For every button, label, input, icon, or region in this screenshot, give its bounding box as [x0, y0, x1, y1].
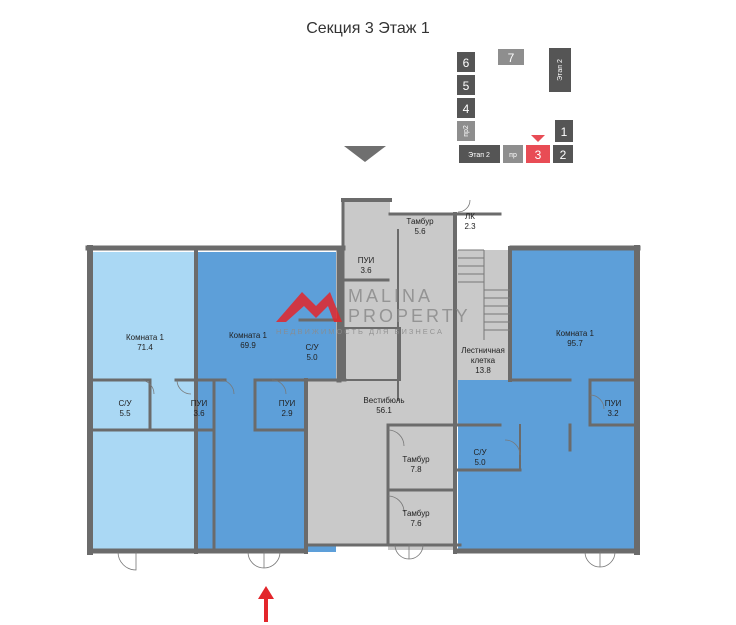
gray-down-triangle-icon [344, 146, 386, 162]
common-area-fill [306, 200, 510, 550]
svg-text:НЕДВИЖИМОСТЬ ДЛЯ БИЗНЕСА: НЕДВИЖИМОСТЬ ДЛЯ БИЗНЕСА [276, 327, 444, 336]
svg-text:Вестибюль: Вестибюль [363, 396, 404, 405]
svg-text:Этап 2: Этап 2 [557, 59, 564, 81]
svg-text:95.7: 95.7 [567, 339, 583, 348]
svg-text:ПУИ: ПУИ [358, 256, 375, 265]
svg-text:5.5: 5.5 [119, 409, 131, 418]
room-label-name: Комната 1 [126, 333, 165, 342]
stair-label-area: 13.8 [475, 366, 491, 375]
stair-label-name: Лестничная клетка [461, 346, 505, 365]
svg-text:1: 1 [561, 125, 568, 139]
minimap-floor2-left [459, 145, 500, 163]
doors [117, 199, 616, 571]
minimap-section-5[interactable] [457, 75, 475, 95]
minimap-section-2[interactable] [553, 145, 573, 163]
svg-text:Комната 1: Комната 1 [556, 329, 595, 338]
svg-text:Комната 1: Комната 1 [229, 331, 268, 340]
section-minimap: 6 5 4 пр2 7 Этап 2 1 Этап 2 пр 3 2 [457, 48, 573, 163]
svg-text:7.8: 7.8 [410, 465, 422, 474]
minimap-section-4[interactable] [457, 98, 475, 118]
svg-text:7: 7 [508, 51, 515, 65]
minimap-section-6[interactable] [457, 52, 475, 72]
svg-text:PROPERTY: PROPERTY [348, 306, 471, 326]
watermark: MALINA PROPERTY НЕДВИЖИМОСТЬ ДЛЯ БИЗНЕСА [276, 286, 471, 336]
svg-text:3.6: 3.6 [193, 409, 205, 418]
svg-text:2.9: 2.9 [281, 409, 293, 418]
svg-text:С/У: С/У [118, 399, 132, 408]
svg-text:5.0: 5.0 [474, 458, 486, 467]
svg-text:ПУИ: ПУИ [191, 399, 208, 408]
svg-text:ПУИ: ПУИ [279, 399, 296, 408]
svg-text:5.6: 5.6 [414, 227, 426, 236]
minimap-active-marker-icon [531, 135, 545, 142]
svg-text:69.9: 69.9 [240, 341, 256, 350]
minimap-floor2-right [549, 48, 571, 92]
svg-text:5: 5 [463, 79, 470, 93]
stair-treads [458, 249, 510, 340]
svg-text:Тамбур: Тамбур [402, 455, 430, 464]
svg-text:С/У: С/У [305, 343, 319, 352]
malina-logo-icon [276, 292, 342, 322]
svg-text:2.3: 2.3 [464, 222, 476, 231]
minimap-section-3[interactable] [526, 145, 550, 163]
minimap-passage-bottom [503, 145, 523, 163]
svg-text:6: 6 [463, 56, 470, 70]
svg-text:3: 3 [535, 148, 542, 162]
walls [85, 198, 641, 555]
svg-text:7.6: 7.6 [410, 519, 422, 528]
svg-text:3.6: 3.6 [360, 266, 372, 275]
svg-text:Этап 2: Этап 2 [468, 152, 490, 159]
svg-text:5.0: 5.0 [306, 353, 318, 362]
svg-text:2: 2 [560, 148, 567, 162]
page-title: Секция 3 Этаж 1 [306, 20, 430, 37]
room-label-area: 71.4 [137, 343, 153, 352]
svg-text:3.2: 3.2 [607, 409, 619, 418]
svg-text:Тамбур: Тамбур [402, 509, 430, 518]
svg-text:пр2: пр2 [463, 125, 470, 137]
svg-text:пр: пр [509, 152, 517, 159]
svg-text:56.1: 56.1 [376, 406, 392, 415]
svg-text:С/У: С/У [473, 448, 487, 457]
room-labels: Комната 1 71.4 С/У 5.5 ПУИ 3.6 Комната 1… [118, 212, 621, 528]
svg-text:ПУИ: ПУИ [605, 399, 622, 408]
svg-text:Тамбур: Тамбур [406, 217, 434, 226]
svg-text:MALINA: MALINA [348, 286, 433, 306]
minimap-section-1[interactable] [555, 120, 573, 142]
minimap-section-7[interactable] [498, 49, 524, 65]
red-up-arrow-icon [258, 586, 274, 622]
svg-text:4: 4 [463, 102, 470, 116]
minimap-passage-left [457, 121, 475, 141]
svg-text:ЛК: ЛК [465, 212, 475, 221]
